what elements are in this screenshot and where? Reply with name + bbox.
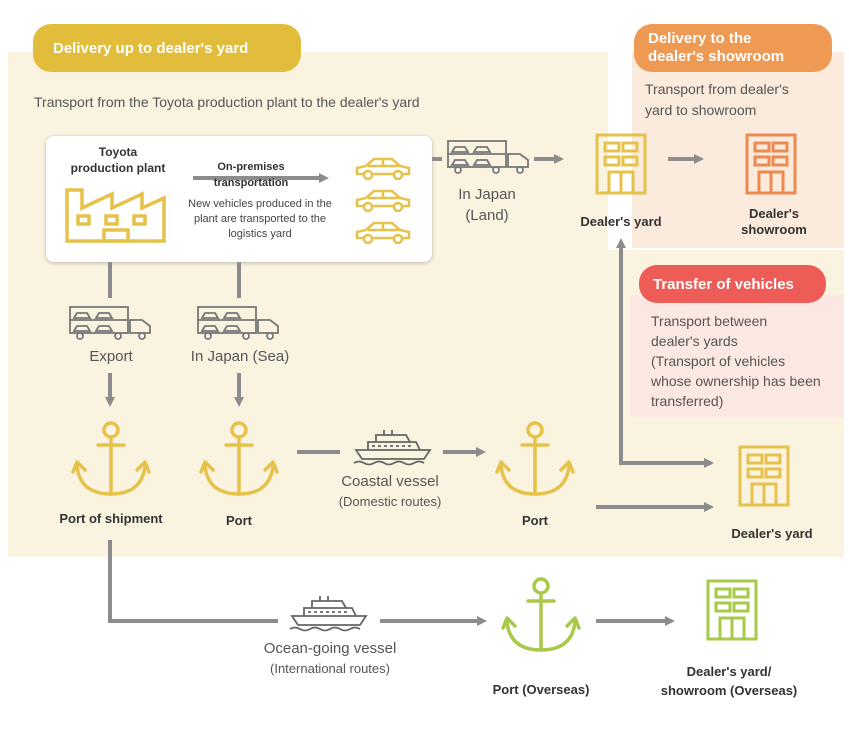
dealers-yard-building-icon <box>738 445 790 507</box>
dealers-showroom-line2: showroom <box>741 222 807 237</box>
port-right-label: Port <box>522 513 548 528</box>
transfer-description-line: transferred) <box>651 393 724 409</box>
plant-title: Toyota production plant <box>62 144 174 176</box>
ocean-ship-icon <box>289 596 368 632</box>
in-japan-land-label: In Japan (Land) <box>444 184 530 226</box>
on-premises-line1: On-premises <box>217 161 285 173</box>
transfer-description-line: dealer's yards <box>651 333 738 349</box>
car-carrier-truck-icon <box>197 306 279 340</box>
in-japan-land-line1: In Japan <box>458 186 516 203</box>
domestic-routes-label: (Domestic routes) <box>338 494 442 509</box>
port-of-shipment-label: Port of shipment <box>59 511 163 526</box>
export-label: Export <box>89 348 133 365</box>
port-overseas-label: Port (Overseas) <box>492 682 590 697</box>
transfer-pill: Transfer of vehicles <box>639 265 826 303</box>
overseas-building-icon <box>706 579 758 641</box>
ocean-vessel-label: Ocean-going vessel <box>263 640 397 657</box>
car-carrier-truck-icon <box>69 306 151 340</box>
coastal-ship-icon <box>353 430 432 466</box>
plant-note: New vehicles produced in the plant are t… <box>180 197 340 242</box>
dealers-yard-bottom-label: Dealer's yard <box>731 526 813 541</box>
anchor-icon <box>501 577 581 652</box>
dealers-yard-top-label: Dealer's yard <box>580 214 662 229</box>
showroom-description-line1: Transport from dealer's <box>645 81 789 97</box>
anchor-icon <box>199 421 279 496</box>
showroom-title-line2: dealer's showroom <box>648 48 785 65</box>
in-japan-land-line2: (Land) <box>465 207 509 224</box>
car-icon <box>355 157 411 181</box>
shipment-to-ocean-line <box>108 540 278 623</box>
transfer-description: Transport between dealer's yards (Transp… <box>651 311 821 411</box>
yard-delivery-pill: Delivery up to dealer's yard <box>33 24 301 72</box>
plant-note-line1: New vehicles produced in the <box>188 198 332 210</box>
car-carrier-truck-icon <box>447 140 529 174</box>
car-icon <box>355 221 411 245</box>
car-icon <box>355 189 411 213</box>
overseas-yard-line1: Dealer's yard/ <box>686 664 772 679</box>
overseas-yard-label: Dealer's yard/ showroom (Overseas) <box>640 662 818 700</box>
plant-title-line1: Toyota <box>98 145 138 159</box>
factory-icon <box>65 188 166 243</box>
showroom-title-line1: Delivery to the <box>648 30 752 47</box>
transfer-description-line: Transport between <box>651 313 768 329</box>
international-routes-label: (International routes) <box>270 661 390 676</box>
transfer-line <box>619 248 711 465</box>
showroom-panel <box>632 52 844 248</box>
transfer-description-line: (Transport of vehicles <box>651 353 786 369</box>
showroom-description-line2: yard to showroom <box>645 102 757 118</box>
overseas-yard-line2: showroom (Overseas) <box>660 683 798 698</box>
transfer-title: Transfer of vehicles <box>653 276 794 293</box>
dealers-yard-building-icon <box>595 133 647 195</box>
anchor-icon <box>495 421 575 496</box>
dealers-showroom-label: Dealer's showroom <box>724 206 824 238</box>
showroom-building-icon <box>745 133 797 195</box>
dealers-showroom-line1: Dealer's <box>748 206 800 221</box>
port-label: Port <box>226 513 252 528</box>
in-japan-sea-label: In Japan (Sea) <box>190 348 290 365</box>
plant-note-line3: logistics yard <box>228 228 292 240</box>
showroom-description: Transport from dealer's yard to showroom <box>645 79 789 121</box>
on-premises-line2: transportation <box>213 177 289 189</box>
showroom-pill: Delivery to the dealer's showroom <box>634 24 832 72</box>
yard-delivery-description: Transport from the Toyota production pla… <box>34 94 420 110</box>
yard-delivery-title: Delivery up to dealer's yard <box>53 40 249 57</box>
plant-note-line2: plant are transported to the <box>193 213 327 225</box>
on-premises-label: On-premises transportation <box>196 160 306 191</box>
transfer-panel <box>630 295 844 417</box>
plant-title-line2: production plant <box>70 161 166 175</box>
anchor-icon <box>71 421 151 496</box>
coastal-vessel-label: Coastal vessel <box>341 473 439 490</box>
transfer-description-line: whose ownership has been <box>651 373 821 389</box>
